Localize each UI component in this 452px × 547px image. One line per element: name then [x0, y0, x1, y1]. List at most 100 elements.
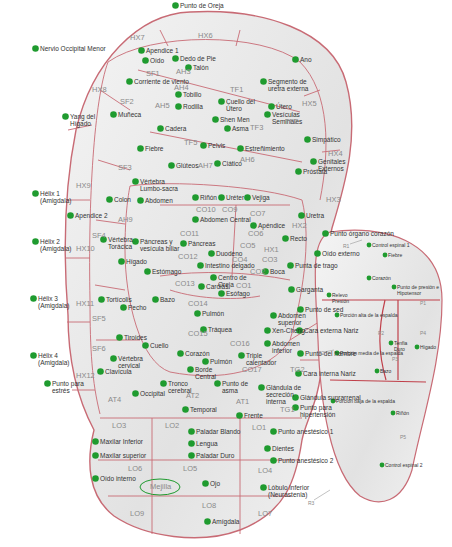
- point-label: Punto para estrés: [52, 380, 87, 394]
- point-label: Ciático: [222, 160, 242, 167]
- point-label: Fiebre: [145, 145, 163, 152]
- point-label: Lóbulo inferior (Neurastenia): [268, 484, 323, 498]
- zone-code: CO15: [188, 330, 208, 338]
- point-label: Punto anestésico 1: [278, 428, 333, 435]
- point-label: Pulmón: [210, 358, 232, 365]
- point-dot: [106, 196, 113, 203]
- point-dot: [210, 274, 217, 281]
- zone-code: AH3: [176, 68, 191, 76]
- point-dot: [322, 230, 329, 237]
- point-label: Uréter: [226, 194, 244, 201]
- point-dot: [44, 380, 51, 387]
- zone-code: CO13: [175, 280, 195, 288]
- point-dot: [177, 350, 184, 357]
- zone-code: CO11: [180, 230, 199, 238]
- point-label: Pulmón: [202, 310, 224, 317]
- point-dot: [188, 440, 195, 447]
- point-label: Oído interno: [100, 475, 136, 482]
- point-label: Cadera: [165, 125, 186, 132]
- zone-code: HX12: [76, 372, 95, 380]
- point-dot: [142, 342, 149, 349]
- zone-code: HX1: [264, 246, 279, 254]
- point-dot: [297, 306, 304, 313]
- point-label: Apendice 1: [146, 47, 179, 54]
- point-label: Paladar Duro: [196, 452, 234, 459]
- zone-code: P4: [420, 330, 426, 336]
- point-dot: [126, 78, 133, 85]
- point-label: Punto órgano corazón: [330, 230, 394, 237]
- point-label: Hélix 1 (Amigdala): [40, 190, 72, 204]
- zone-code: HX5: [302, 100, 317, 108]
- point-label: Nervio Occipital Menor: [40, 45, 106, 52]
- point-label: Asma: [232, 125, 249, 132]
- point-label: Amígdala: [212, 518, 239, 525]
- zone-code: HX10: [76, 245, 95, 253]
- point-dot: [30, 352, 37, 359]
- point-dot: [192, 194, 199, 201]
- point-label: Abdomen: [145, 197, 173, 204]
- point-dot: [268, 103, 275, 110]
- zone-code: TF1: [230, 86, 243, 94]
- point-label: Pecho: [128, 304, 146, 311]
- point-label: Cara externa Nariz: [304, 327, 359, 334]
- point-label: Frente: [244, 412, 263, 419]
- point-label: Punto de presión e Hipotensor: [397, 284, 439, 296]
- point-dot: [250, 222, 257, 229]
- point-label: Próstata: [303, 168, 327, 175]
- point-dot: [287, 262, 294, 269]
- zone-code: TF3: [250, 124, 263, 132]
- point-label: Cuello del Útero: [226, 98, 266, 112]
- zone-code: CO12: [178, 253, 198, 261]
- point-label: Relevo Presión: [332, 292, 362, 304]
- point-label: Segmento de uretra externa: [268, 78, 323, 92]
- point-label: Páncreas: [188, 240, 215, 247]
- point-label: Maxilar superior: [100, 452, 146, 459]
- point-dot: [92, 475, 99, 482]
- point-dot: [264, 111, 271, 118]
- point-label: Uretra: [306, 212, 324, 219]
- zone-code: AH5: [155, 102, 170, 110]
- point-label: Paladar Blando: [196, 428, 240, 435]
- point-dots: [30, 2, 419, 525]
- point-dot: [310, 158, 317, 165]
- zone-code: SF3: [118, 164, 132, 172]
- point-label: Colon: [114, 196, 131, 203]
- point-dot: [188, 428, 195, 435]
- zone-code: LO4: [258, 467, 272, 475]
- point-dot: [236, 412, 243, 419]
- zone-code: CO1: [236, 282, 251, 290]
- point-dot: [212, 116, 219, 123]
- point-label: Garganta: [296, 286, 323, 293]
- point-dot: [120, 304, 127, 311]
- zone-code: LO6: [128, 465, 142, 473]
- zone-code: CO5: [240, 242, 255, 250]
- point-dot: [62, 113, 69, 120]
- point-label: Tortícolis: [106, 296, 132, 303]
- point-label: Maxilar Inferior: [100, 438, 143, 445]
- point-label: Bazo: [380, 368, 391, 374]
- zone-code: HX7: [130, 34, 145, 42]
- point-dot: [132, 238, 139, 245]
- point-label: Recto: [290, 235, 307, 242]
- point-label: Dedo de Pie: [180, 55, 216, 62]
- point-label: Occipital: [140, 390, 165, 397]
- point-label: Hélix 4 (Amigdala): [38, 352, 70, 366]
- point-label: Dientes: [272, 445, 294, 452]
- point-label: Abdomen inferior: [272, 340, 307, 354]
- point-label: Riñón: [396, 410, 409, 416]
- point-dot: [110, 111, 117, 118]
- point-dot: [172, 55, 179, 62]
- point-label: Punto de asma: [222, 380, 257, 394]
- point-label: Triple calentador: [246, 352, 286, 366]
- zone-code: LO9: [130, 510, 144, 518]
- point-dot: [194, 310, 201, 317]
- point-dot: [238, 352, 245, 359]
- zone-code: R3: [308, 500, 314, 506]
- point-dot: [32, 238, 39, 245]
- zone-code: SF5: [92, 315, 106, 323]
- point-label: Ojo: [210, 480, 220, 487]
- point-label: Xen-Cheng: [272, 327, 305, 334]
- zone-code: HX3: [326, 196, 341, 204]
